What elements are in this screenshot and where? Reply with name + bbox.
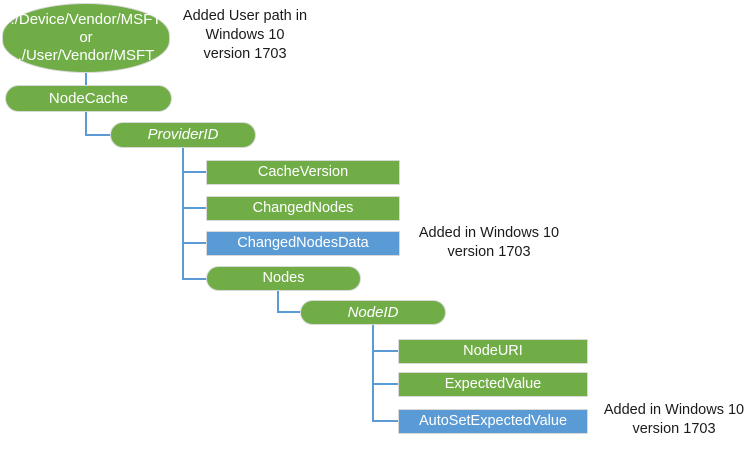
node-cacheversion: CacheVersion — [206, 160, 400, 185]
connector-providerid-to-cacheversion — [182, 171, 207, 173]
connector-nodeid-to-autosetexpectedvalue — [372, 420, 399, 422]
node-nodeuri: NodeURI — [398, 339, 588, 364]
annotation-added-user-path: Added User path in Windows 10 version 17… — [182, 8, 308, 63]
node-expectedvalue: ExpectedValue — [398, 372, 588, 397]
connector-nodeid-trunk — [372, 325, 374, 422]
connector-nodes-to-nodeid — [277, 311, 301, 313]
connector-root-to-nodecache — [85, 73, 87, 86]
connector-nodeid-to-nodeuri — [372, 350, 399, 352]
node-changednodesdata: ChangedNodesData — [206, 231, 400, 256]
connector-providerid-to-changednodes — [182, 207, 207, 209]
connector-nodes-trunk — [277, 291, 279, 313]
annotation-changednodesdata-added: Added in Windows 10 version 1703 — [418, 225, 560, 261]
node-root-path: ./Device/Vendor/MSFT or ./User/Vendor/MS… — [2, 3, 170, 73]
annotation-autosetexpectedvalue-added: Added in Windows 10 version 1703 — [603, 402, 745, 438]
node-nodeid: NodeID — [300, 300, 446, 325]
node-nodes: Nodes — [206, 266, 361, 291]
connector-providerid-to-changednodesdata — [182, 242, 207, 244]
node-autosetexpectedvalue: AutoSetExpectedValue — [398, 409, 588, 434]
connector-nodecache-to-providerid — [85, 134, 111, 136]
connector-nodeid-to-expectedvalue — [372, 383, 399, 385]
connector-nodecache-trunk — [85, 111, 87, 136]
node-changednodes: ChangedNodes — [206, 196, 400, 221]
connector-providerid-trunk — [182, 148, 184, 280]
node-nodecache: NodeCache — [5, 85, 172, 112]
connector-providerid-to-nodes — [182, 278, 207, 280]
node-providerid: ProviderID — [110, 122, 256, 148]
